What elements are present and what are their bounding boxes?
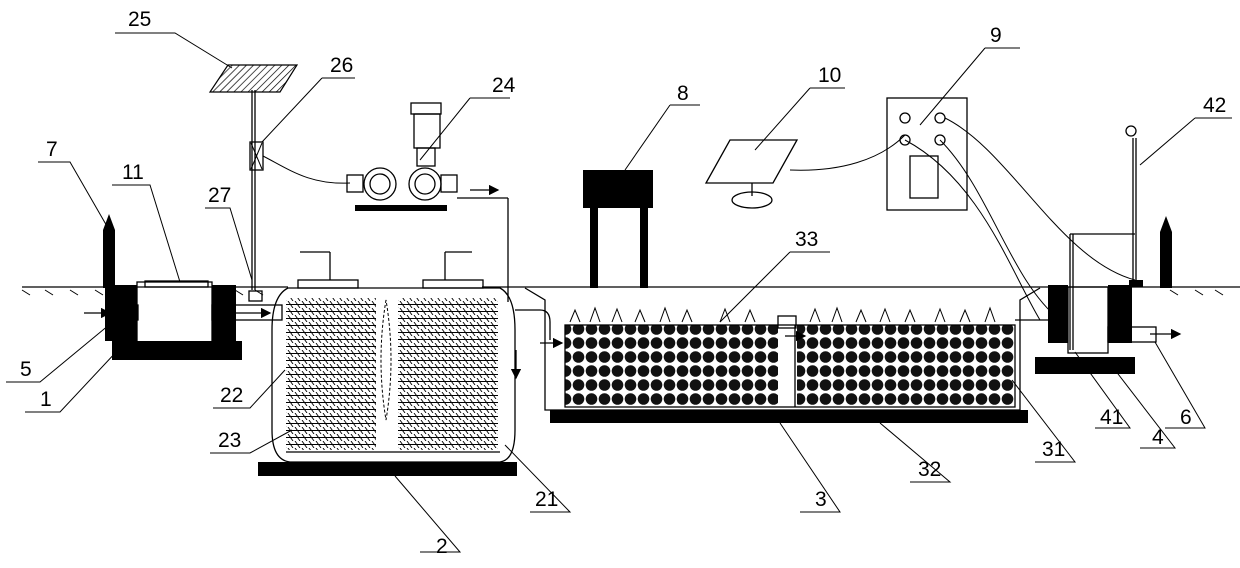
- label-21: 21: [535, 488, 558, 511]
- leader-lines: [6, 32, 1232, 553]
- label-10: 10: [818, 64, 841, 87]
- marker-post-left: [103, 214, 115, 288]
- constructed-wetland: [524, 287, 1060, 423]
- sensor-pole: [1125, 125, 1143, 287]
- solar-panel-left: [208, 64, 351, 302]
- label-27: 27: [208, 184, 231, 207]
- inlet-well: [84, 280, 283, 360]
- label-9: 9: [990, 24, 1002, 47]
- label-3: 3: [815, 488, 827, 511]
- label-26: 26: [330, 54, 353, 77]
- label-41: 41: [1100, 406, 1123, 429]
- label-4: 4: [1152, 426, 1164, 449]
- label-5: 5: [20, 358, 32, 381]
- label-1: 1: [40, 388, 52, 411]
- label-31: 31: [1042, 438, 1065, 461]
- outlet-well: [1035, 233, 1182, 374]
- part-labels: 25 26 24 8 10 9 42 7 11 27 33 5 1 22 23 …: [20, 8, 1226, 558]
- control-table: [583, 170, 653, 288]
- label-24: 24: [492, 74, 516, 97]
- treatment-tank: [258, 251, 564, 476]
- label-33: 33: [795, 228, 818, 251]
- label-8: 8: [677, 82, 689, 105]
- label-32: 32: [918, 458, 941, 481]
- label-7: 7: [46, 138, 58, 161]
- label-42: 42: [1203, 94, 1226, 117]
- label-25: 25: [128, 8, 151, 31]
- control-box: [886, 97, 1136, 321]
- label-23: 23: [218, 429, 241, 452]
- air-blower: [346, 102, 509, 302]
- label-11: 11: [122, 161, 144, 184]
- label-2: 2: [436, 535, 448, 558]
- solar-panel-right: [704, 134, 906, 209]
- label-22: 22: [220, 384, 243, 407]
- marker-post-right: [1160, 216, 1172, 288]
- label-6: 6: [1180, 406, 1192, 429]
